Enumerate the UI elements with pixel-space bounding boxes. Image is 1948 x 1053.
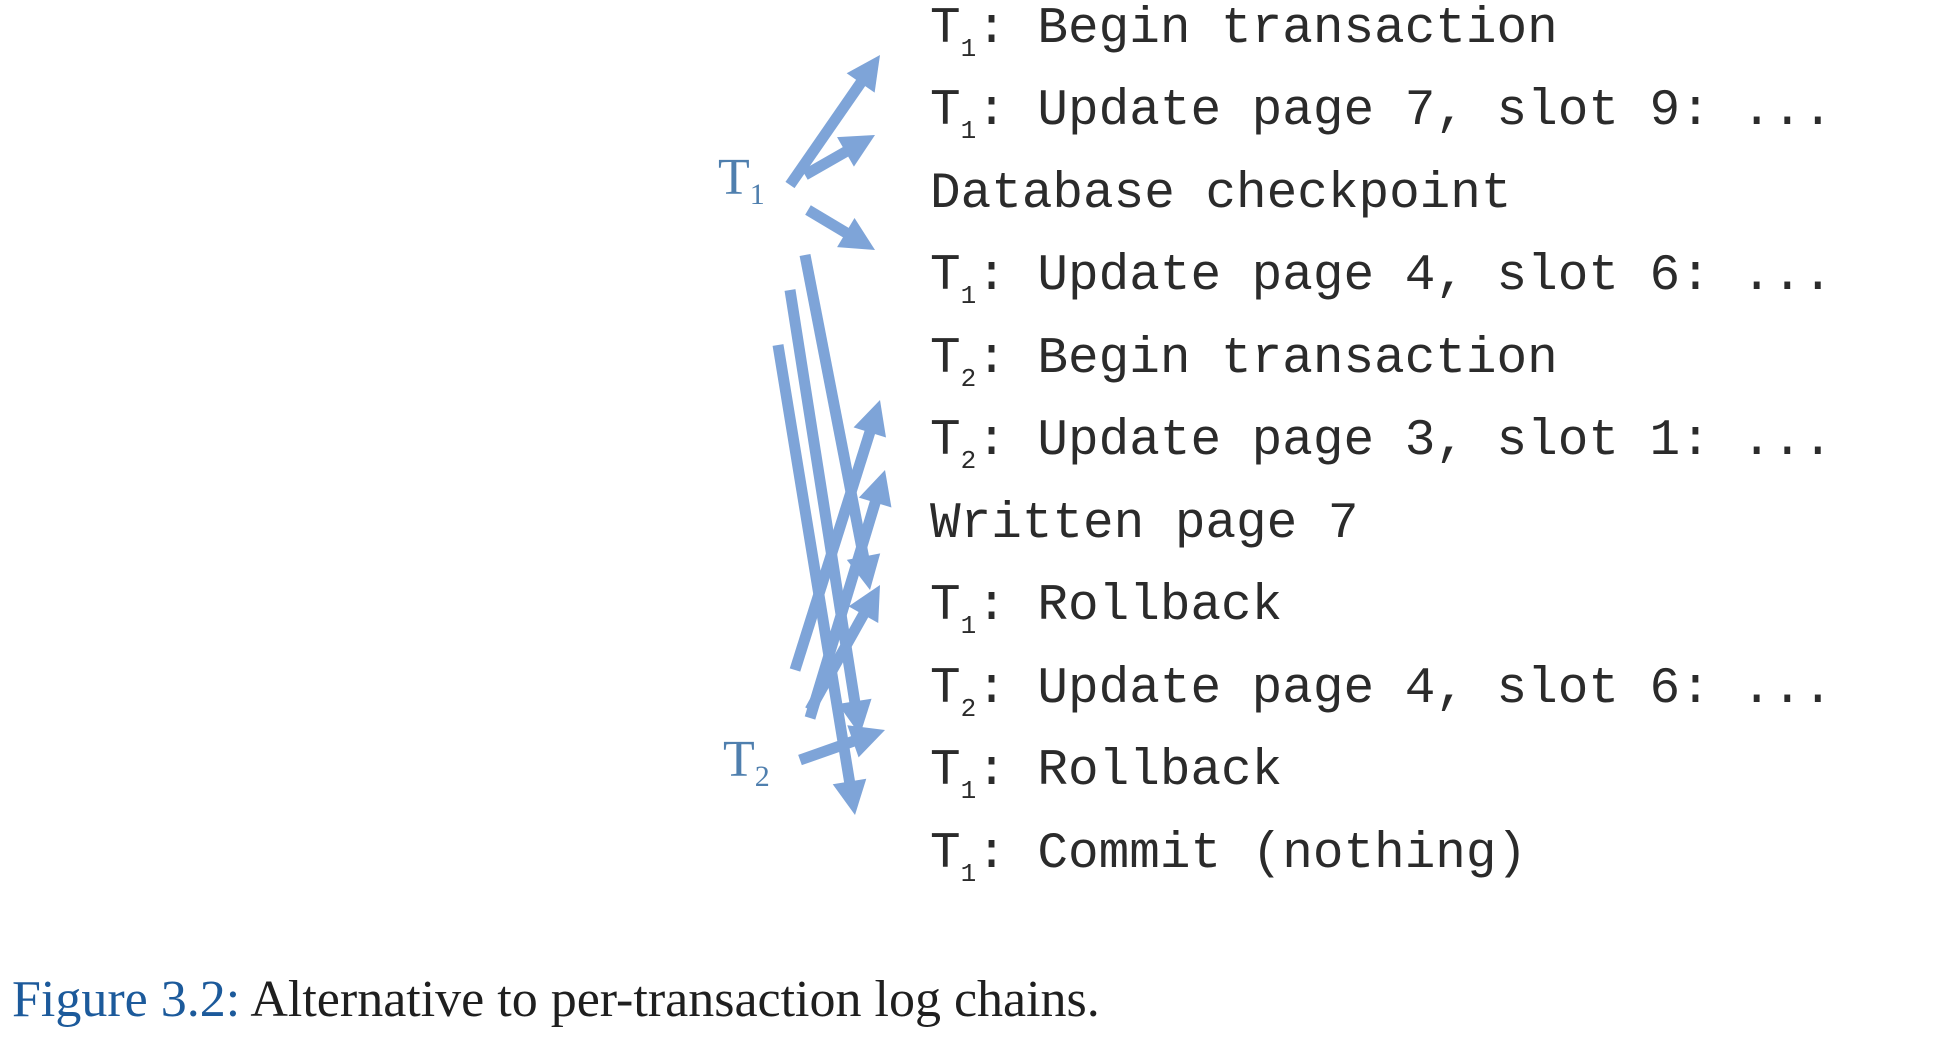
arrow-shaft xyxy=(802,146,850,180)
arrow-head xyxy=(846,55,880,93)
arrow-t1-rollback-2 xyxy=(784,289,872,735)
log-entry-subscript: 1 xyxy=(960,34,977,64)
arrow-head xyxy=(837,135,875,167)
log-entry: T1: Rollback xyxy=(930,567,1282,647)
log-entry: T2: Begin transaction xyxy=(930,320,1558,400)
log-entry-prefix: T xyxy=(930,413,961,470)
arrow-shaft xyxy=(785,78,867,189)
arrow-shaft xyxy=(772,344,856,785)
arrow-head xyxy=(837,698,872,735)
log-entry-prefix: T xyxy=(930,578,961,635)
arrow-t1-update-7 xyxy=(802,135,875,180)
log-entry-subscript: 1 xyxy=(960,611,977,641)
log-entry: Written page 7 xyxy=(930,485,1358,565)
arrow-shaft xyxy=(805,610,870,713)
figure-caption: Figure 3.2: Alternative to per-transacti… xyxy=(12,970,1100,1029)
log-entry-subscript: 1 xyxy=(960,776,977,806)
arrow-t1-begin xyxy=(785,55,880,189)
log-entry: Database checkpoint xyxy=(930,155,1512,235)
caption-number: Figure 3.2: xyxy=(12,971,241,1028)
log-entry-text: : Rollback xyxy=(976,578,1283,635)
arrow-head xyxy=(847,725,885,758)
log-entry-text: : Update page 4, slot 6: ... xyxy=(976,248,1834,305)
log-entry-subscript: 1 xyxy=(960,281,977,311)
log-entry: T1: Update page 7, slot 9: ... xyxy=(930,72,1833,152)
arrow-head xyxy=(837,217,875,250)
arrow-t1-update-4 xyxy=(805,205,875,250)
arrow-head xyxy=(832,778,867,815)
transaction-label-name: T xyxy=(723,731,755,788)
arrow-head xyxy=(848,585,880,623)
arrow-head xyxy=(853,400,887,438)
log-entry: T2: Update page 4, slot 6: ... xyxy=(930,650,1833,730)
log-entry-prefix: T xyxy=(930,661,961,718)
arrow-shaft xyxy=(784,289,861,705)
transaction-label-subscript: 1 xyxy=(749,178,765,211)
arrow-shaft xyxy=(805,205,851,239)
transaction-label-name: T xyxy=(718,149,750,206)
log-entry-text: : Update page 7, slot 9: ... xyxy=(976,83,1834,140)
log-entry-text: : Update page 4, slot 6: ... xyxy=(976,661,1834,718)
log-entry-text: : Begin transaction xyxy=(976,1,1558,58)
log-entry-prefix: T xyxy=(930,826,961,883)
log-entry-text: Written page 7 xyxy=(930,496,1359,553)
log-entry-text: : Rollback xyxy=(976,743,1283,800)
log-entry-prefix: T xyxy=(930,248,961,305)
log-entry-text: : Begin transaction xyxy=(976,331,1558,388)
log-entry-subscript: 2 xyxy=(960,694,977,724)
log-entry-prefix: T xyxy=(930,743,961,800)
log-entry-prefix: T xyxy=(930,1,961,58)
arrow-shaft xyxy=(789,428,876,672)
log-entry: T1: Update page 4, slot 6: ... xyxy=(930,237,1833,317)
log-entry: T1: Rollback xyxy=(930,732,1282,812)
log-entry-prefix: T xyxy=(930,331,961,388)
caption-text: Alternative to per-transaction log chain… xyxy=(240,971,1100,1028)
arrow-t1-commit xyxy=(772,344,867,815)
log-entry: T1: Commit (nothing) xyxy=(930,815,1527,895)
log-entry-subscript: 1 xyxy=(960,859,977,889)
log-entry: T2: Update page 3, slot 1: ... xyxy=(930,402,1833,482)
arrow-shaft xyxy=(799,253,870,560)
arrow-shaft xyxy=(798,735,857,766)
arrow-t2-begin xyxy=(789,400,887,672)
log-entry-subscript: 1 xyxy=(960,116,977,146)
log-entry-subscript: 2 xyxy=(960,446,977,476)
transaction-label-t2: T2 xyxy=(723,730,770,792)
log-entry-prefix: T xyxy=(930,83,961,140)
transaction-label-t1: T1 xyxy=(718,148,765,210)
log-entry-text: : Commit (nothing) xyxy=(976,826,1528,883)
log-entry-subscript: 2 xyxy=(960,364,977,394)
arrow-t2-update-4 xyxy=(798,725,885,766)
transaction-label-subscript: 2 xyxy=(754,760,770,793)
arrow-head xyxy=(858,470,892,508)
arrow-t2-chain xyxy=(805,585,880,713)
log-entry-text: : Update page 3, slot 1: ... xyxy=(976,413,1834,470)
log-entry: T1: Begin transaction xyxy=(930,0,1558,70)
log-entry-text: Database checkpoint xyxy=(930,166,1512,223)
